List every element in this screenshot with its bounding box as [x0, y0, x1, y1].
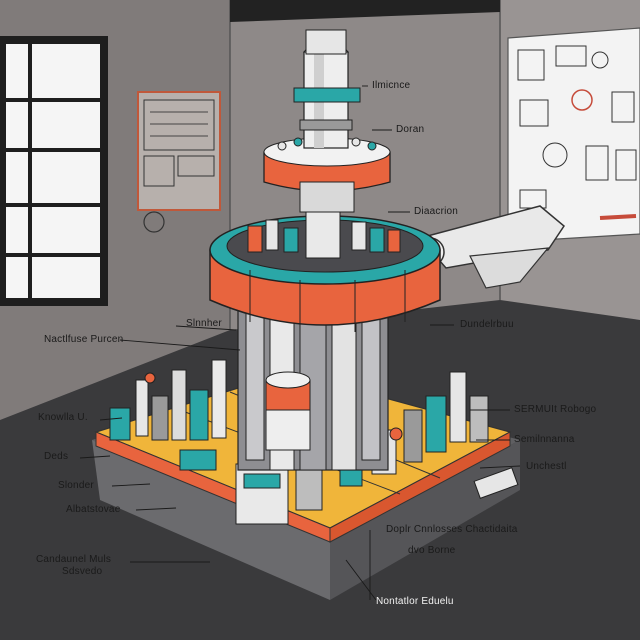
label-top-right-1: Ilmicnce [372, 80, 411, 91]
label-left-1: Knowlla U. [38, 412, 88, 423]
ceiling-strip [230, 0, 500, 22]
window-icon [0, 36, 108, 306]
label-top-right-2: Doran [396, 124, 425, 135]
label-right-3: Unchestl [526, 461, 567, 472]
label-mid-right-2: Dundelrbuu [460, 319, 514, 330]
wall-chart-icon [507, 27, 640, 243]
label-mid-right-1: Diaacrion [414, 206, 459, 217]
label-bottom: Nontatlor Eduelu [376, 596, 454, 607]
label-left-2: Deds [44, 451, 69, 462]
label-mid-left-1: Nactlfuse Purcen [44, 334, 124, 345]
poster-icon [137, 91, 221, 233]
label-left-4: Albatstovae [66, 504, 121, 515]
tower-top [293, 29, 361, 149]
label-left-3: Slonder [58, 480, 94, 491]
base-equipment [109, 359, 519, 525]
label-mid-center: Slnnher [186, 318, 222, 329]
ring-equipment [247, 195, 401, 259]
tower-body [237, 299, 389, 471]
label-bottom-left-2: Sdsvedo [62, 566, 103, 577]
label-right-1: SERMUIt Robogo [514, 404, 597, 415]
label-bottom-left: Candaunel Muls [36, 554, 112, 565]
label-bottom-center-1: Doplr Cnnlosses Chactidaita [386, 524, 518, 535]
label-right-2: Semilnnanna [514, 434, 575, 445]
label-bottom-center-2: dvo Borne [408, 545, 456, 556]
callout-lines [79, 85, 521, 601]
